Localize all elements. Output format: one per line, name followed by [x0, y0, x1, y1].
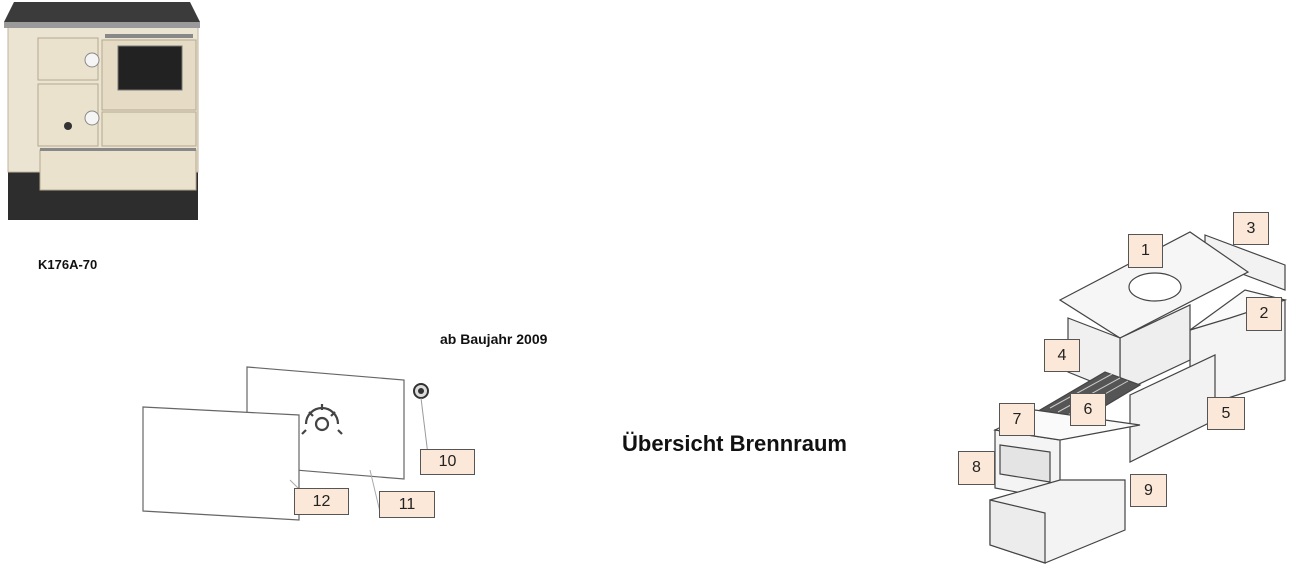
callout-5: 5	[1207, 397, 1245, 430]
callout-10: 10	[420, 449, 475, 475]
callout-7: 7	[999, 403, 1035, 436]
diagram-title: Übersicht Brennraum	[622, 431, 847, 456]
callout-11: 11	[379, 491, 435, 518]
callout-2: 2	[1246, 297, 1282, 331]
callout-12: 12	[294, 488, 349, 515]
model-label: K176A-70	[38, 257, 98, 272]
year-label: ab Baujahr 2009	[440, 331, 548, 347]
callout-4: 4	[1044, 339, 1080, 372]
stove-image	[4, 2, 200, 220]
callout-8: 8	[958, 451, 995, 485]
callout-3: 3	[1233, 212, 1269, 245]
callout-1: 1	[1128, 234, 1163, 268]
callout-6: 6	[1070, 393, 1106, 426]
door-glass-drawing	[142, 366, 429, 521]
callout-9: 9	[1130, 474, 1167, 507]
thermometer-symbol-icon	[301, 404, 343, 435]
